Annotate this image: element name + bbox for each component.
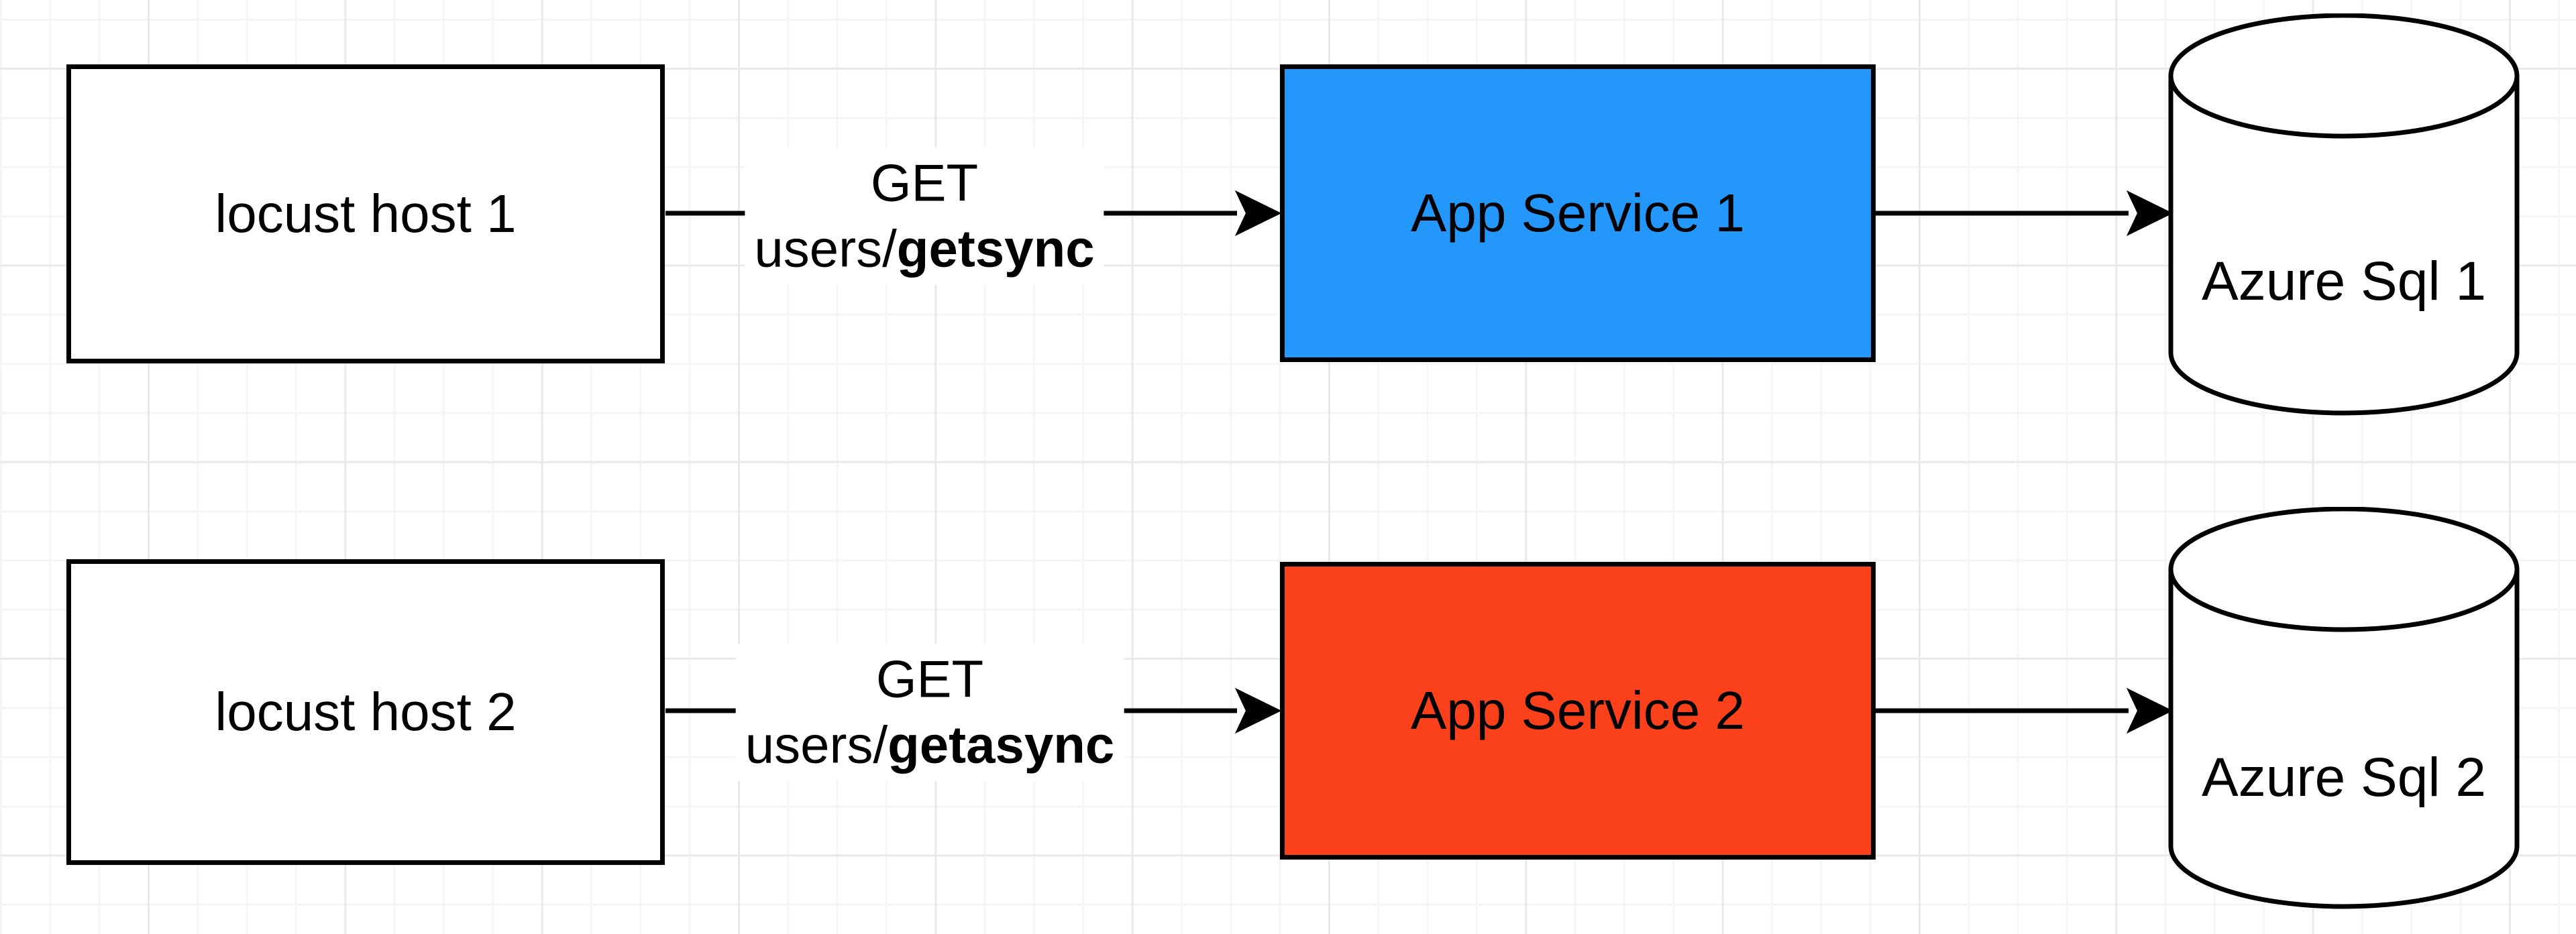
request-path: users/getasync <box>745 712 1115 778</box>
request-path: users/getsync <box>754 216 1094 282</box>
host-node-label: locust host 1 <box>215 184 517 243</box>
database-node-label: Azure Sql 2 <box>2202 747 2486 808</box>
arrowhead-icon <box>1234 687 1282 734</box>
arrowhead-icon <box>2126 190 2174 237</box>
edge-label-request-1[interactable]: GET users/getsync <box>745 147 1104 285</box>
request-path-prefix: users/ <box>745 715 888 774</box>
database-node-label: Azure Sql 1 <box>2202 251 2486 312</box>
cylinder-top <box>2168 13 2520 139</box>
cylinder-top <box>2168 507 2520 632</box>
service-node-1[interactable]: App Service 1 <box>1280 64 1876 362</box>
arrowhead-icon <box>2126 687 2174 734</box>
database-cylinder-icon <box>2168 507 2520 909</box>
host-node-1[interactable]: locust host 1 <box>66 64 665 363</box>
host-node-label: locust host 2 <box>215 682 517 742</box>
host-node-2[interactable]: locust host 2 <box>66 559 665 865</box>
request-path-endpoint: getsync <box>896 219 1095 278</box>
request-path-endpoint: getasync <box>888 715 1115 774</box>
edge-label-request-2[interactable]: GET users/getasync <box>735 643 1124 781</box>
cylinder-body <box>2168 569 2520 909</box>
connector-service-to-db-2[interactable] <box>1876 687 2174 734</box>
service-node-2[interactable]: App Service 2 <box>1280 562 1876 860</box>
service-node-label: App Service 1 <box>1410 183 1746 243</box>
request-path-prefix: users/ <box>754 219 897 278</box>
request-method: GET <box>875 649 984 709</box>
cylinder-body <box>2168 76 2520 416</box>
database-cylinder-icon <box>2168 13 2520 416</box>
service-node-label: App Service 2 <box>1410 681 1746 740</box>
arrowhead-icon <box>1234 190 1282 237</box>
connector-service-to-db-1[interactable] <box>1876 190 2174 237</box>
request-method: GET <box>870 153 979 213</box>
